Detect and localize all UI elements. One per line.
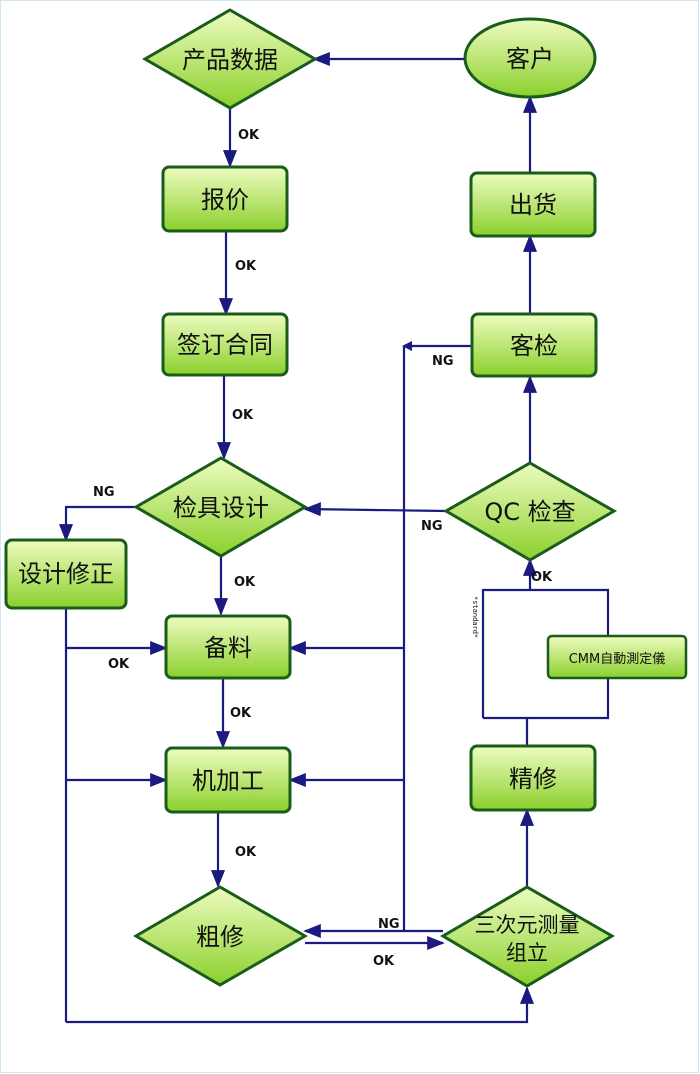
node-contract	[161, 312, 289, 377]
edge-bottom-loop	[66, 986, 535, 1024]
label-ng-qc: NG	[421, 519, 443, 534]
node-qc-check	[443, 461, 617, 562]
label-finishing: 精修	[509, 765, 557, 793]
label-machining: 机加工	[192, 767, 264, 795]
edges	[58, 51, 610, 1024]
node-customer	[463, 17, 597, 99]
edge-qc-to-gauge-design	[303, 502, 447, 517]
node-quotation	[161, 165, 289, 233]
node-cmm	[546, 634, 688, 680]
label-shipment: 出货	[509, 191, 557, 219]
node-labels: 产品数据 客户 报价 出货 签订合同 客检 检具设计 QC 检查 设计修正 备料…	[18, 45, 665, 965]
label-ok-rough: OK	[373, 954, 395, 969]
label-product-data: 产品数据	[182, 46, 278, 74]
label-measure-line2: 组立	[506, 941, 548, 965]
edge-cmm-loop	[483, 678, 610, 720]
side-vertical-text: *standard*	[471, 596, 479, 638]
node-finishing	[469, 744, 597, 812]
label-customer-inspection: 客检	[510, 332, 558, 360]
node-rough-finishing	[133, 885, 309, 987]
label-cmm: CMM自動測定儀	[569, 652, 666, 667]
label-ok-cmm: OK	[531, 570, 553, 585]
node-product-data	[141, 8, 319, 110]
node-customer-inspection	[470, 312, 598, 378]
node-design-revision	[4, 538, 128, 610]
edge-labels: OK OK NG OK NG NG OK OK OK OK OK NG OK	[93, 128, 553, 969]
edge-gauge-design-to-revision	[58, 505, 136, 542]
label-contract: 签订合同	[177, 331, 273, 359]
ng-arrowheads	[402, 341, 412, 351]
label-ng-gauge-design: NG	[93, 485, 115, 500]
node-measure-assembly	[440, 885, 615, 988]
label-gauge-design: 检具设计	[173, 494, 269, 522]
label-measure-line1: 三次元测量	[475, 913, 580, 937]
label-ng-measure: NG	[378, 917, 400, 932]
label-ok-quotation: OK	[235, 259, 257, 274]
label-ng-inspection: NG	[432, 354, 454, 369]
label-ok-machining: OK	[235, 845, 257, 860]
label-material-prep: 备料	[204, 634, 252, 662]
node-material-prep	[164, 614, 292, 680]
label-quotation: 报价	[201, 186, 249, 214]
arrowhead-inspection-ng	[402, 341, 412, 351]
label-ok-material: OK	[230, 706, 252, 721]
label-ok-left-material: OK	[108, 657, 130, 672]
node-shipment	[469, 171, 597, 238]
node-machining	[164, 746, 292, 814]
label-ok-contract: OK	[232, 408, 254, 423]
label-rough-finishing: 粗修	[196, 923, 244, 951]
label-design-revision: 设计修正	[18, 560, 114, 588]
nodes	[4, 8, 688, 988]
label-customer: 客户	[506, 45, 554, 73]
edge-cmm-loop-top	[481, 588, 610, 718]
label-ok-gauge-design: OK	[234, 575, 256, 590]
label-qc-check: QC 检查	[484, 498, 575, 526]
node-gauge-design	[132, 456, 308, 558]
label-ok-product-data: OK	[238, 128, 260, 143]
